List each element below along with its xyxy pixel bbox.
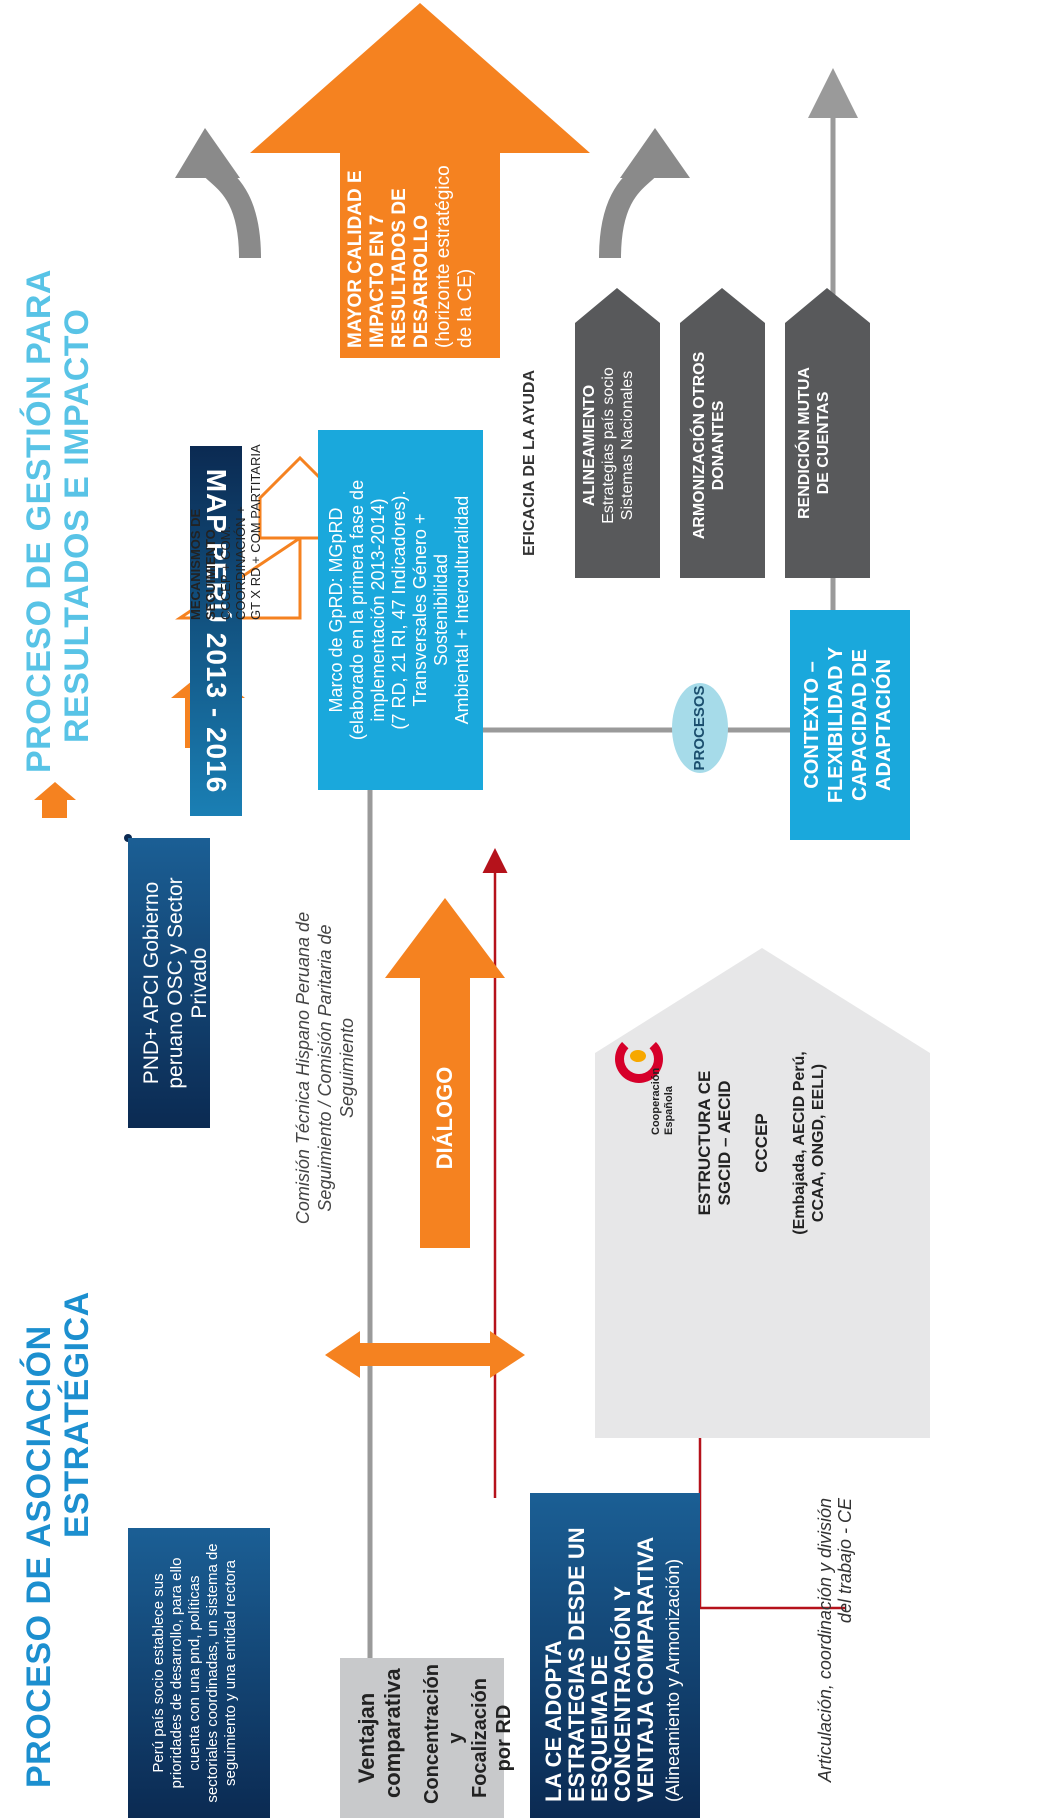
big-arrow-text: MAYOR CALIDAD E IMPACTO EN 7 RESULTADOS … — [345, 158, 477, 348]
contexto-box: CONTEXTO – FLEXIBILIDAD Y CAPACIDAD DE A… — [790, 610, 910, 840]
procesos-label: PROCESOS — [691, 685, 708, 771]
dialogo-arrow — [385, 898, 505, 1248]
big-arrow-bold: MAYOR CALIDAD E IMPACTO EN 7 RESULTADOS … — [345, 170, 432, 348]
cooperacion-shape — [595, 948, 930, 1438]
alineamiento-text: ALINEAMIENTO Estrategias país socio Sist… — [580, 323, 637, 568]
rendicion-shape — [785, 288, 870, 578]
ce-adopta-sub: (Alineamiento y Armonización) — [663, 1558, 683, 1802]
gray-curved-arrowhead-left — [175, 128, 240, 178]
cccep-text: CCCEP — [752, 1113, 771, 1173]
gray-curved-arrowhead-right — [620, 128, 690, 178]
eficacia-label: EFICACIA DE LA AYUDA — [521, 369, 538, 557]
alineamiento-line1: Estrategias país socio — [600, 367, 617, 524]
articulacion-text: Articulación, coordinación y división de… — [815, 1498, 855, 1783]
marco-line6: Sostenibilidad — [431, 553, 451, 667]
title-left-line1: PROCESO DE ASOCIACIÓN — [20, 1325, 58, 1788]
dialogo-label: DIÁLOGO — [432, 1066, 457, 1170]
marco-line5: Transversales Género + — [410, 513, 430, 707]
armonizacion-text: ARMONIZACIÓN OTROS DONANTES — [691, 351, 727, 540]
concentracion-box: Concentración y Focalización por RD — [412, 1658, 515, 1818]
mecanismos-title: MECANISMOS DE SEGUIMIENTO — [188, 508, 218, 620]
marco-box: Marco de GpRD: MGpRD (elaborado en la pr… — [318, 430, 483, 790]
title-left-line2: ESTRATÉGICA — [58, 1291, 96, 1538]
cooperacion-logo-line1: Cooperación — [650, 1067, 662, 1135]
comision-text: Comisión Técnica Hispano Peruana de Segu… — [293, 911, 357, 1225]
ce-adopta-box: LA CE ADOPTA ESTRATEGIAS DESDE UN ESQUEM… — [530, 1493, 700, 1818]
articulation-red-line — [698, 1448, 845, 1610]
peru-box: Perú país socio establece sus prioridade… — [128, 1528, 270, 1818]
marco-line3: implementación 2013-2014) — [368, 498, 388, 722]
ventaja-box: Ventajan comparativa — [340, 1658, 420, 1818]
armonizacion-shape — [680, 288, 765, 578]
mecanismos-line2: GT X RD + COM PARTITARIA — [248, 444, 263, 620]
double-arrow — [325, 1331, 525, 1378]
procesos-ellipse — [672, 683, 728, 773]
rendicion-text: RENDICIÓN MUTUA DE CUENTAS — [796, 367, 832, 519]
cooperacion-logo-text: Cooperación Española — [650, 1025, 676, 1135]
marco-line1: Marco de GpRD: MGpRD — [326, 507, 346, 713]
embajada-text: (Embajada, AECID Perú, CCAA, ONGD, EELL) — [791, 1051, 827, 1235]
mecanismos-text: MECANISMOS DE SEGUIMIENTO CCCEP + COM. C… — [188, 440, 263, 620]
big-orange-arrow — [250, 3, 590, 358]
title-right-line2: RESULTADOS E IMPACTO — [58, 308, 96, 743]
alineamiento-shape — [575, 288, 660, 578]
big-arrow-normal: (horizonte estratégico de la CE) — [433, 165, 476, 348]
marco-line2: (elaborado en la primera fase de — [347, 479, 367, 741]
marco-line4: (7 RD, 21 RI, 47 Indicadores). — [389, 490, 409, 730]
ce-adopta-main: LA CE ADOPTA ESTRATEGIAS DESDE UN ESQUEM… — [541, 1527, 658, 1802]
alineamiento-line2: Sistemas Nacionales — [619, 370, 636, 521]
estructura-text: ESTRUCTURA CE SGCID – AECID — [695, 1070, 734, 1216]
cooperacion-logo-line2: Española — [663, 1086, 675, 1135]
pnd-box: PND+ APCI Gobierno peruano OSC y Sector … — [128, 838, 211, 1128]
alineamiento-title: ALINEAMIENTO — [581, 384, 598, 507]
mecanismos-line1: CCCEP + COM. COORDINACIÓN + — [218, 506, 248, 620]
title-orange-arrow — [34, 782, 76, 818]
title-right-line1: PROCESO DE GESTIÓN PARA — [20, 269, 58, 773]
marco-line7: Ambiental + Interculturalidad — [452, 495, 472, 725]
